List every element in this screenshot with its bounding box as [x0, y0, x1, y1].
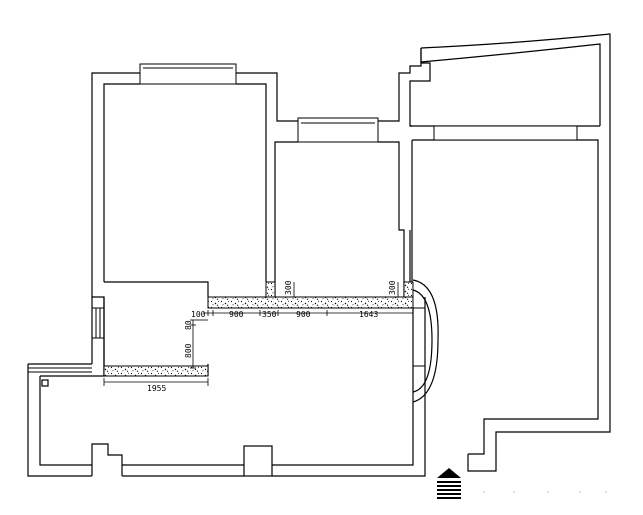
entrance-arrow-icon	[437, 468, 461, 499]
living-room-walls	[27, 296, 426, 477]
concrete-strips	[103, 281, 414, 377]
left-room-window	[139, 63, 237, 85]
dim-300-right: 300	[388, 280, 397, 295]
middle-room-walls	[274, 48, 422, 297]
dimension-lines	[103, 282, 414, 386]
dim-350: 350	[262, 310, 277, 319]
left-room-walls	[91, 72, 298, 297]
dim-1643: 1643	[359, 310, 378, 319]
bottom-columns	[41, 379, 273, 477]
faint-marks	[483, 491, 607, 493]
middle-room-window	[297, 117, 379, 143]
right-wing-walls	[409, 33, 611, 472]
dim-900-right: 900	[296, 310, 311, 319]
dim-900-left: 900	[229, 310, 244, 319]
dim-80: 80	[184, 320, 193, 330]
dim-300-left: 300	[284, 280, 293, 295]
dim-1955: 1955	[147, 384, 166, 393]
left-steps	[28, 307, 105, 373]
dimension-labels: 100 900 350 900 1643 1955 300 300 80 800	[147, 280, 397, 393]
curved-bay	[412, 279, 439, 403]
dim-100: 100	[191, 310, 206, 319]
dim-800: 800	[184, 343, 193, 358]
